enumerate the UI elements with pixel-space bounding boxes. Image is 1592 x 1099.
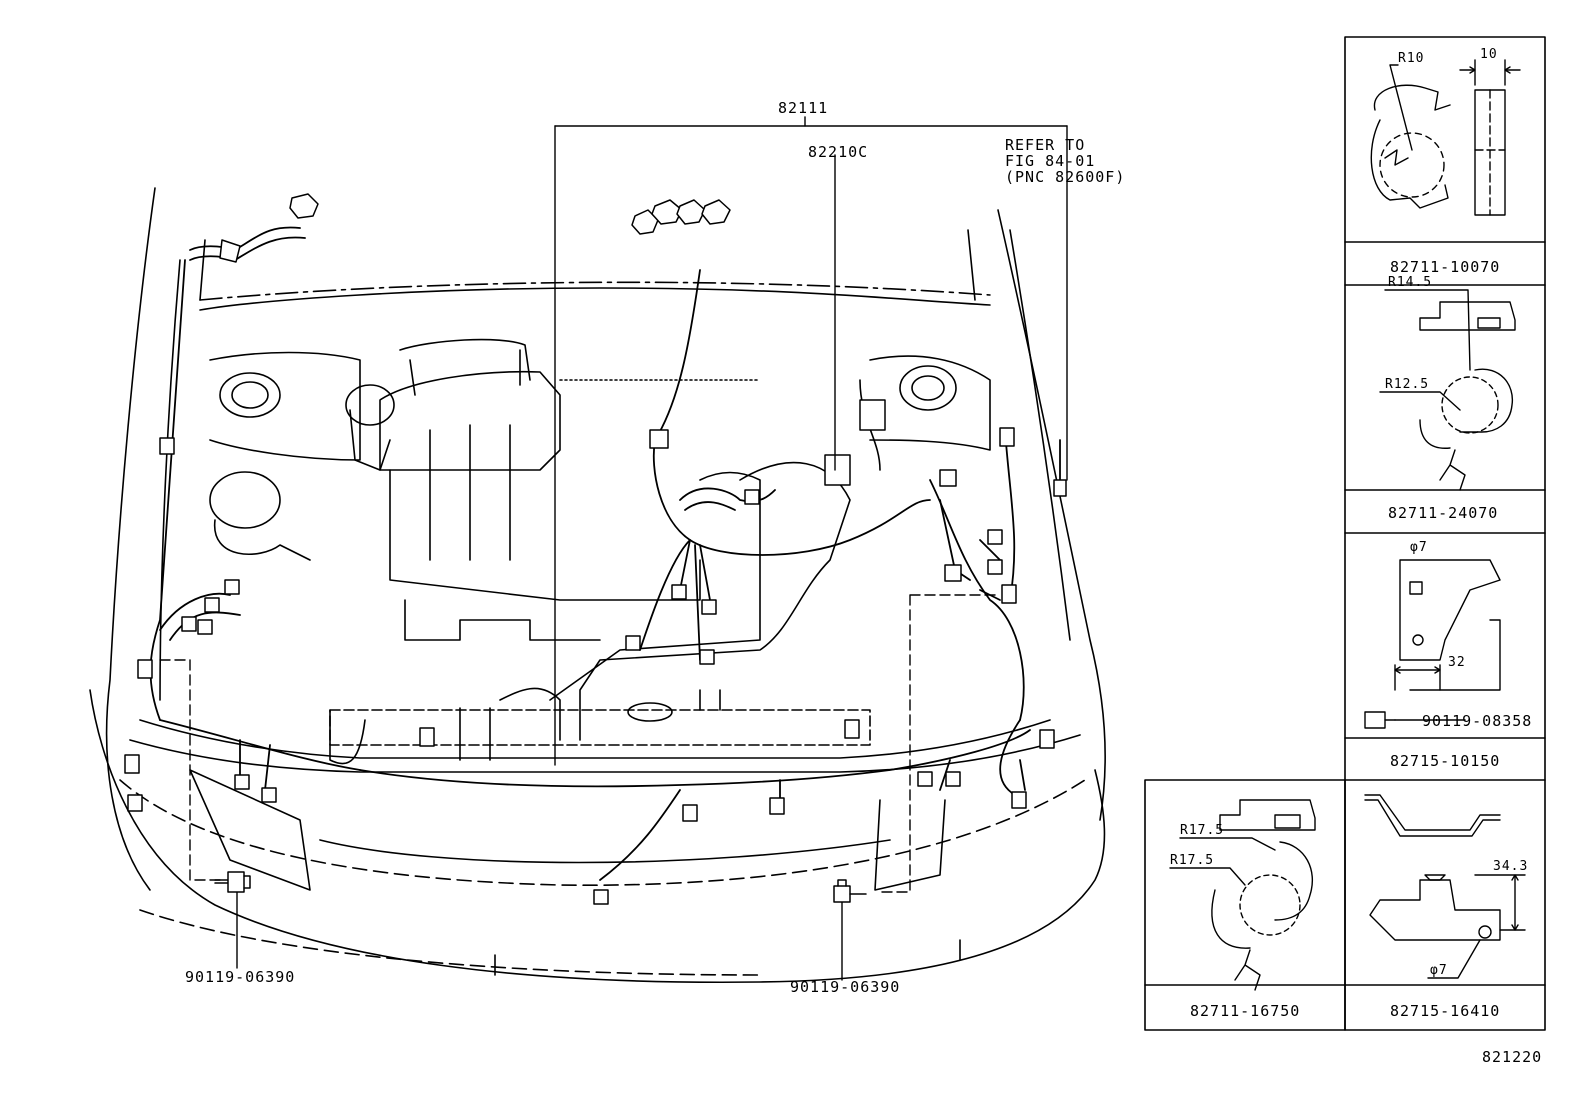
clamp-drawing-82711-24070 (1379, 289, 1516, 491)
dim-r17-5-b: R17.5 (1170, 853, 1214, 868)
vehicle-body-outline (89, 187, 1107, 984)
bolt-left (214, 871, 251, 893)
label-82111: 82111 (778, 99, 828, 117)
dim-34-3: 34.3 (1493, 859, 1528, 874)
dim-32: 32 (1448, 655, 1466, 670)
wire-harness (149, 226, 1061, 881)
bolt-90119-08358: 90119-08358 (1422, 712, 1532, 730)
label-refer-1: REFER TO (1005, 136, 1085, 154)
label-bolt-left: 90119-06390 (185, 968, 295, 986)
dim-10: 10 (1480, 47, 1498, 62)
diagram-labels: 82111 82210C REFER TO FIG 84-01 (PNC 826… (185, 47, 1542, 1066)
detail-panel-frame (1144, 36, 1546, 1031)
label-figure-no: 821220 (1482, 1048, 1542, 1066)
label-refer-3: (PNC 82600F) (1005, 168, 1125, 186)
clamp-drawing-82711-16750 (1169, 799, 1316, 991)
part-82715-10150: 82715-10150 (1390, 752, 1500, 770)
connectors (124, 193, 1067, 905)
dim-r12-5: R12.5 (1385, 377, 1429, 392)
label-82210c: 82210C (808, 143, 868, 161)
clamp-drawing-82711-10070 (1370, 59, 1521, 216)
dim-phi7-a: φ7 (1410, 540, 1428, 555)
part-82711-16750: 82711-16750 (1190, 1002, 1300, 1020)
dim-r17-5-a: R17.5 (1180, 823, 1224, 838)
bolt-right (833, 879, 867, 903)
engine-block (209, 338, 881, 765)
part-82711-10070: 82711-10070 (1390, 258, 1500, 276)
leader-lines (159, 116, 1068, 981)
bracket-drawing-82715-16410 (1364, 794, 1526, 979)
dim-r14-5: R14.5 (1388, 275, 1432, 290)
dim-phi7-b: φ7 (1430, 963, 1448, 978)
label-bolt-right: 90119-06390 (790, 978, 900, 996)
part-82711-24070: 82711-24070 (1388, 504, 1498, 522)
dim-r10: R10 (1398, 51, 1424, 66)
bracket-drawing-82715-10150 (1364, 559, 1501, 729)
part-82715-16410: 82715-16410 (1390, 1002, 1500, 1020)
label-refer-2: FIG 84-01 (1005, 152, 1095, 170)
